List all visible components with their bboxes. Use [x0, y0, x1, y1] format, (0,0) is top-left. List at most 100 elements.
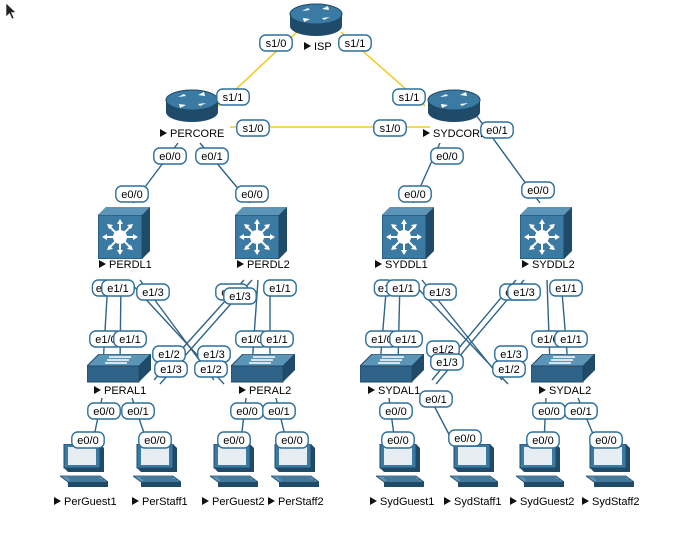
interface-label-text: e0/1: [127, 406, 148, 418]
device-syddl1[interactable]: [382, 207, 434, 259]
play-triangle-icon: [54, 497, 61, 505]
device-perguest2[interactable]: [210, 444, 258, 488]
device-sydal1[interactable]: [360, 354, 424, 383]
device-syddl2[interactable]: [520, 207, 572, 259]
interface-label-text: e1/1: [395, 334, 416, 346]
interface-label-text: e0/0: [281, 435, 302, 447]
device-name-perguest1: PerGuest1: [54, 496, 117, 508]
device-name-text: PerStaff1: [142, 496, 188, 508]
device-name-sydstaff1: SydStaff1: [444, 496, 502, 508]
interface-label: e0/0: [526, 431, 560, 449]
interface-label: e1/1: [554, 330, 588, 348]
play-triangle-icon: [582, 497, 589, 505]
interface-label: e0/1: [419, 390, 453, 408]
device-name-sydcore: SYDCORE: [423, 128, 487, 140]
play-triangle-icon: [444, 497, 451, 505]
interface-label-text: e1/3: [203, 349, 224, 361]
pc-icon: [450, 444, 498, 488]
device-peral1[interactable]: [87, 354, 151, 383]
device-name-text: PERDL2: [247, 259, 290, 271]
interface-label-text: s1/0: [243, 123, 264, 135]
interface-label: e0/0: [448, 429, 482, 447]
device-peral2[interactable]: [231, 354, 295, 383]
interface-label: e1/1: [386, 279, 420, 297]
device-name-text: SYDAL1: [378, 385, 420, 397]
play-triangle-icon: [510, 497, 517, 505]
play-triangle-icon: [202, 497, 209, 505]
device-perdl1[interactable]: [98, 207, 150, 259]
interface-label-text: e1/0: [95, 334, 116, 346]
device-sydstaff2[interactable]: [586, 444, 634, 488]
link-syddl2-sydal2[interactable]: [546, 279, 551, 366]
interface-label-text: e1/3: [229, 291, 250, 303]
interface-label-text: e1/2: [158, 349, 179, 361]
device-percore[interactable]: [165, 89, 219, 123]
device-sydcore[interactable]: [427, 89, 481, 123]
device-perdl2[interactable]: [235, 207, 287, 259]
device-name-text: PerGuest2: [212, 496, 265, 508]
interface-label: e1/3: [136, 283, 170, 301]
interface-label-text: e0/0: [236, 406, 257, 418]
device-name-perguest2: PerGuest2: [202, 496, 265, 508]
switch-icon: [360, 354, 424, 383]
interface-label: e1/3: [494, 345, 528, 363]
device-sydal2[interactable]: [531, 354, 595, 383]
interface-label: e1/2: [194, 360, 228, 378]
interface-label: e1/3: [223, 287, 257, 305]
router-icon: [289, 3, 343, 37]
interface-label: e0/0: [230, 402, 264, 420]
interface-label: e1/1: [389, 330, 423, 348]
interface-label: e0/0: [275, 431, 309, 449]
play-triangle-icon: [304, 42, 311, 50]
play-triangle-icon: [370, 497, 377, 505]
interface-label-text: s1/1: [223, 92, 244, 104]
device-name-text: PerStaff2: [278, 496, 324, 508]
interface-label: e1/1: [101, 279, 135, 297]
device-sydguest1[interactable]: [376, 444, 424, 488]
interface-label-text: e0/0: [77, 435, 98, 447]
device-isp[interactable]: [289, 3, 343, 37]
interface-label: s1/0: [259, 34, 293, 52]
multilayer-switch-icon: [382, 207, 434, 259]
device-name-sydstaff2: SydStaff2: [582, 496, 640, 508]
device-perstaff1[interactable]: [133, 444, 181, 488]
interface-label-text: e0/1: [570, 406, 591, 418]
device-name-percore: PERCORE: [160, 128, 224, 140]
interface-label-text: e1/0: [537, 334, 558, 346]
pc-icon: [376, 444, 424, 488]
interface-label-text: e0/0: [532, 435, 553, 447]
interface-label-text: s1/1: [399, 92, 420, 104]
interface-label-text: s1/0: [380, 123, 401, 135]
interface-label: e0/0: [430, 147, 464, 165]
device-sydguest2[interactable]: [516, 444, 564, 488]
interface-label-text: e0/0: [538, 406, 559, 418]
device-name-text: SYDCORE: [433, 128, 487, 140]
interface-label-text: e1/1: [119, 334, 140, 346]
device-name-text: SYDDL2: [532, 259, 575, 271]
device-name-peral2: PERAL2: [239, 385, 291, 397]
device-name-text: ISP: [314, 41, 332, 53]
interface-label-text: e1/3: [500, 349, 521, 361]
device-perguest1[interactable]: [60, 444, 108, 488]
interface-label: e1/3: [197, 345, 231, 363]
interface-label-text: e1/2: [432, 344, 453, 356]
switch-icon: [231, 354, 295, 383]
interface-label-text: e1/1: [392, 283, 413, 295]
device-perstaff2[interactable]: [271, 444, 319, 488]
pc-icon: [586, 444, 634, 488]
play-triangle-icon: [160, 129, 167, 137]
interface-label-text: e0/1: [425, 394, 446, 406]
interface-label-text: e1/2: [200, 364, 221, 376]
interface-label-text: e0/0: [144, 435, 165, 447]
interface-label: e0/0: [138, 431, 172, 449]
interface-label: e1/2: [426, 340, 460, 358]
interface-label-text: e0/0: [436, 151, 457, 163]
device-name-text: PERCORE: [170, 128, 224, 140]
interface-label: e0/1: [262, 402, 296, 420]
interface-label-text: e0/0: [527, 185, 548, 197]
link-perdl2-peral2[interactable]: [251, 279, 259, 366]
interface-label: e0/0: [235, 185, 269, 203]
pc-icon: [210, 444, 258, 488]
device-sydstaff1[interactable]: [450, 444, 498, 488]
